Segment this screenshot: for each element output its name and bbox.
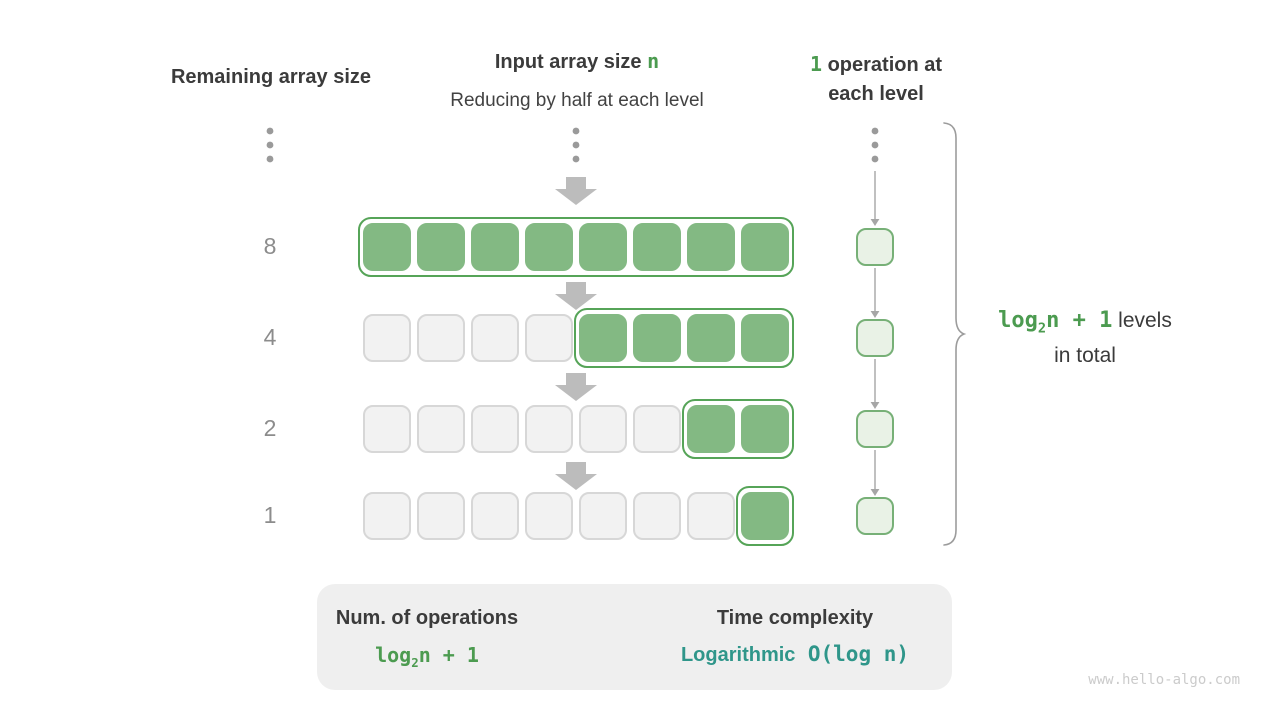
center-column-header: Input array size n Reducing by half at e… [396,47,758,115]
array-cell-discarded [525,314,573,362]
summary-panel [317,584,952,690]
n-symbol: n [647,49,660,73]
array-cell-discarded [417,314,465,362]
levels-formula: log2n + 1 [998,308,1113,337]
array-cell-discarded [417,405,465,453]
highlight-outline [574,308,794,368]
right-column-header: 1 operation at each level [809,52,943,105]
one-symbol: 1 [809,52,823,76]
down-arrow-icon [555,177,597,205]
array-cell-discarded [633,492,681,540]
operation-cell [856,497,894,535]
left-header-text: Remaining array size [170,66,372,88]
array-cell-discarded [579,405,627,453]
ellipsis-dots-center [572,127,580,163]
array-cell-active [741,223,789,271]
operation-cell [856,410,894,448]
center-header-title: Input array size n [494,49,660,73]
remaining-size-label: 1 [263,502,277,528]
array-cell-active [417,223,465,271]
array-row [363,492,789,540]
operations-formula: log2n + 1 [375,643,479,670]
center-header-subtitle: Reducing by half at each level [450,90,704,111]
array-cell-active [363,223,411,271]
array-cell-discarded [525,405,573,453]
array-cell-discarded [471,314,519,362]
down-arrow-icon [555,462,597,490]
ellipsis-dots-right [871,127,879,163]
array-cell-discarded [417,492,465,540]
watermark: www.hello-algo.com [1088,672,1240,688]
highlight-outline [682,399,794,459]
array-cell-active [525,223,573,271]
array-row [363,314,789,362]
brace [943,122,967,546]
brace-note-line2: in total [1054,344,1116,368]
array-cell-discarded [579,492,627,540]
array-cell-active [579,223,627,271]
operation-cell [856,319,894,357]
array-cell-active [633,223,681,271]
array-cell-active [687,405,735,453]
left-column-header: Remaining array size [121,66,421,89]
remaining-size-label: 8 [263,233,277,259]
highlight-outline [358,217,794,277]
highlight-outline [736,486,794,546]
down-arrow-icon [555,282,597,310]
operations-title: Num. of operations [335,607,519,629]
complexity-value: Logarithmic O(log n) [680,642,910,666]
down-arrow-icons [555,177,597,490]
array-cell-discarded [471,492,519,540]
array-cell-active [471,223,519,271]
array-cell-discarded [363,314,411,362]
array-row [363,405,789,453]
array-cell-discarded [363,492,411,540]
operation-flow-arrows [870,171,880,496]
array-cell-active [741,492,789,540]
array-cell-discarded [525,492,573,540]
array-cell-discarded [363,405,411,453]
complexity-summary: Time complexity Logarithmic O(log n) [655,607,935,667]
array-cell-discarded [687,492,735,540]
complexity-title: Time complexity [716,607,874,629]
array-cell-active [741,314,789,362]
array-row [363,223,789,271]
array-cell-discarded [471,405,519,453]
array-cell-discarded [633,405,681,453]
remaining-size-label: 2 [263,415,277,441]
remaining-size-label: 4 [263,324,277,350]
brace-note: log2n + 1 levels in total [985,307,1185,370]
array-cell-active [579,314,627,362]
operations-summary: Num. of operations log2n + 1 [327,607,527,670]
operation-cell [856,228,894,266]
ellipsis-dots-left [266,127,274,163]
down-arrow-icon [555,373,597,401]
array-cell-active [741,405,789,453]
array-cell-active [633,314,681,362]
array-cell-active [687,314,735,362]
array-cell-active [687,223,735,271]
